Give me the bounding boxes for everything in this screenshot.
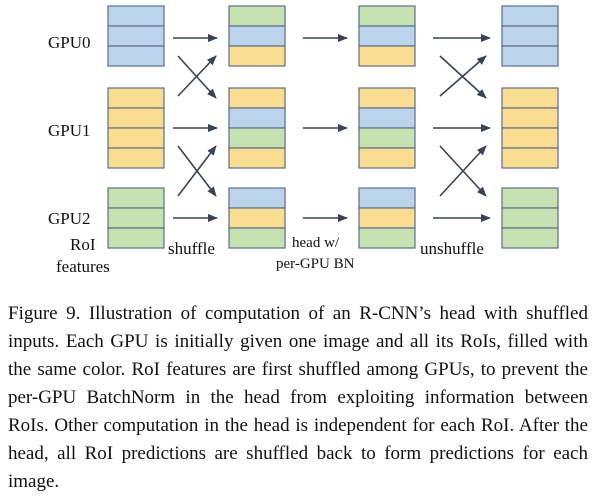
roi-cell-gpu0 [228,107,286,129]
roi-cell-gpu0 [107,5,165,27]
roi-cell-gpu2 [501,227,559,249]
roi-cell-gpu1 [358,87,416,109]
roi-cell-gpu0 [358,187,416,209]
gpu-label-0: GPU0 [48,33,91,52]
stack-inputs-gpu2 [107,187,165,249]
roi-cell-gpu1 [107,107,165,129]
roi-features-label-line1: RoI [70,235,96,254]
flow-arrow [439,55,487,99]
roi-cell-gpu1 [228,147,286,169]
roi-cell-gpu2 [358,127,416,149]
head-label-line1: head w/ [292,235,340,251]
stack-unshuffled-gpu0 [501,5,559,67]
stack-shuffled-gpu2 [228,187,286,249]
roi-cell-gpu2 [107,207,165,229]
roi-cell-gpu0 [501,5,559,27]
roi-cell-gpu2 [358,5,416,27]
flow-arrow [439,145,487,197]
roi-cell-gpu1 [107,87,165,109]
shuffle-diagram: GPU0 GPU1 GPU2 RoI features shuffle head… [48,5,559,276]
gpu-label-2: GPU2 [48,209,91,228]
shuffle-label: shuffle [168,239,215,258]
roi-cell-gpu1 [107,147,165,169]
roi-cell-gpu1 [358,45,416,67]
roi-cell-gpu1 [228,87,286,109]
roi-cell-gpu2 [501,187,559,209]
roi-cell-gpu0 [358,107,416,129]
roi-cell-gpu1 [501,87,559,109]
stack-shuffled-gpu1 [228,87,286,169]
unshuffle-label: unshuffle [420,239,484,258]
roi-cell-gpu2 [107,187,165,209]
stack-shuffled-gpu0 [228,5,286,67]
flow-arrow [177,55,217,97]
roi-cell-gpu2 [501,207,559,229]
roi-features-label-line2: features [56,257,110,276]
stack-inputs-gpu0 [107,5,165,67]
roi-cell-gpu1 [358,207,416,229]
stack-unshuffled-gpu2 [501,187,559,249]
roi-cell-gpu1 [358,147,416,169]
stack-head-outputs-gpu0 [358,5,416,67]
feature-stacks [107,5,559,249]
roi-cell-gpu2 [228,5,286,27]
flow-arrow [177,145,217,197]
flow-arrows [173,34,491,222]
roi-cell-gpu0 [107,25,165,47]
roi-cell-gpu2 [107,227,165,249]
stack-unshuffled-gpu1 [501,87,559,169]
stack-inputs-gpu1 [107,87,165,169]
roi-cell-gpu0 [358,25,416,47]
roi-cell-gpu1 [501,147,559,169]
roi-cell-gpu1 [228,207,286,229]
roi-cell-gpu0 [107,45,165,67]
stack-head-outputs-gpu1 [358,87,416,169]
roi-cell-gpu0 [501,45,559,67]
roi-cell-gpu0 [501,25,559,47]
roi-cell-gpu2 [358,227,416,249]
stack-head-outputs-gpu2 [358,187,416,249]
roi-cell-gpu0 [228,187,286,209]
roi-cell-gpu1 [501,107,559,129]
roi-cell-gpu1 [107,127,165,149]
gpu-label-1: GPU1 [48,121,91,140]
roi-cell-gpu1 [501,127,559,149]
head-label-line2: per-GPU BN [276,256,355,272]
roi-cell-gpu0 [228,25,286,47]
figure-caption: Figure 9. Illustration of computation of… [8,303,588,492]
roi-cell-gpu2 [228,127,286,149]
roi-cell-gpu2 [228,227,286,249]
roi-cell-gpu1 [228,45,286,67]
